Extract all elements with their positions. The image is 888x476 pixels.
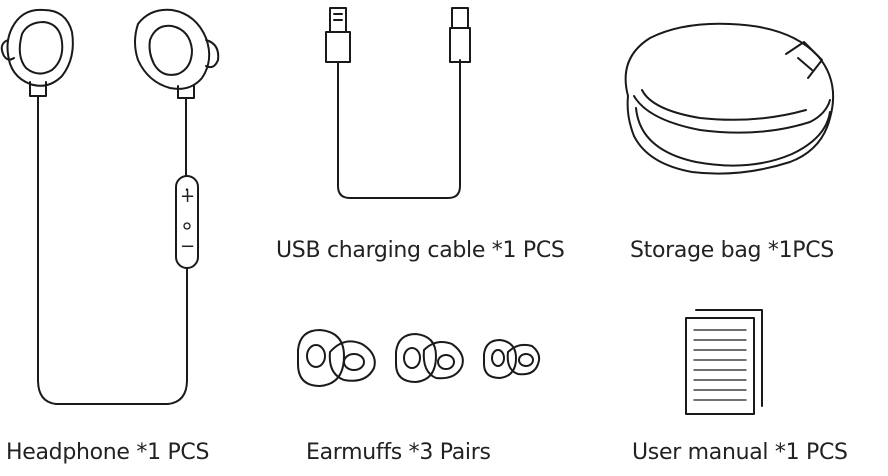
usb-cable-illustration bbox=[325, 7, 471, 199]
label-usb-cable: USB charging cable *1 PCS bbox=[276, 238, 565, 263]
label-user-manual: User manual *1 PCS bbox=[632, 440, 848, 465]
remote-plus-symbol: + bbox=[180, 186, 195, 207]
storage-bag-illustration bbox=[624, 22, 835, 175]
label-headphone: Headphone *1 PCS bbox=[6, 440, 210, 465]
label-earmuffs: Earmuffs *3 Pairs bbox=[306, 440, 491, 465]
earmuffs-illustration bbox=[297, 329, 541, 387]
headphone-illustration bbox=[0, 8, 220, 405]
label-storage-bag: Storage bag *1PCS bbox=[630, 238, 834, 263]
remote-minus-symbol: − bbox=[180, 236, 195, 257]
user-manual-illustration bbox=[685, 309, 763, 415]
svg-text:•: • bbox=[184, 186, 189, 196]
